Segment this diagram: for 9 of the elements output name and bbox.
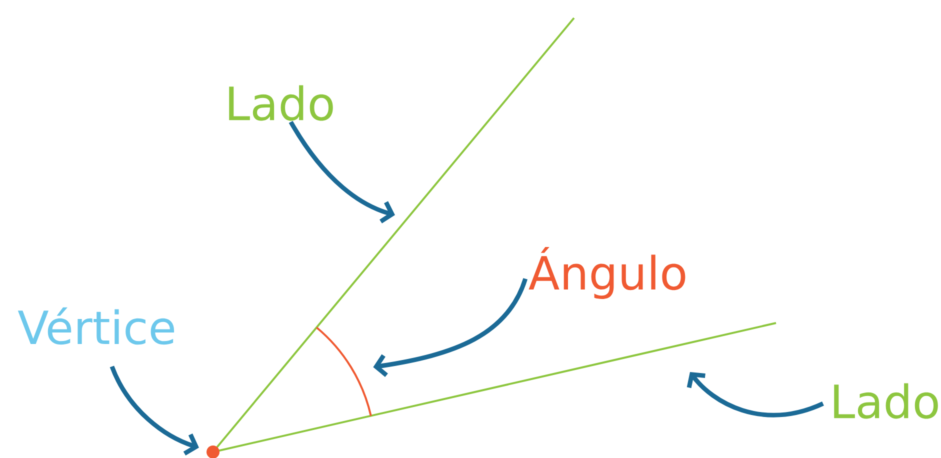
- label-text: Ángulo: [528, 247, 686, 299]
- angle-arc: [316, 326, 372, 416]
- arrow: [288, 120, 395, 224]
- label-text: Vértice: [18, 307, 174, 345]
- arrow: [110, 366, 199, 456]
- arrow: [686, 372, 824, 418]
- arrow: [373, 278, 528, 377]
- label-text: Lado: [834, 383, 938, 419]
- label-text: Lado: [229, 85, 333, 121]
